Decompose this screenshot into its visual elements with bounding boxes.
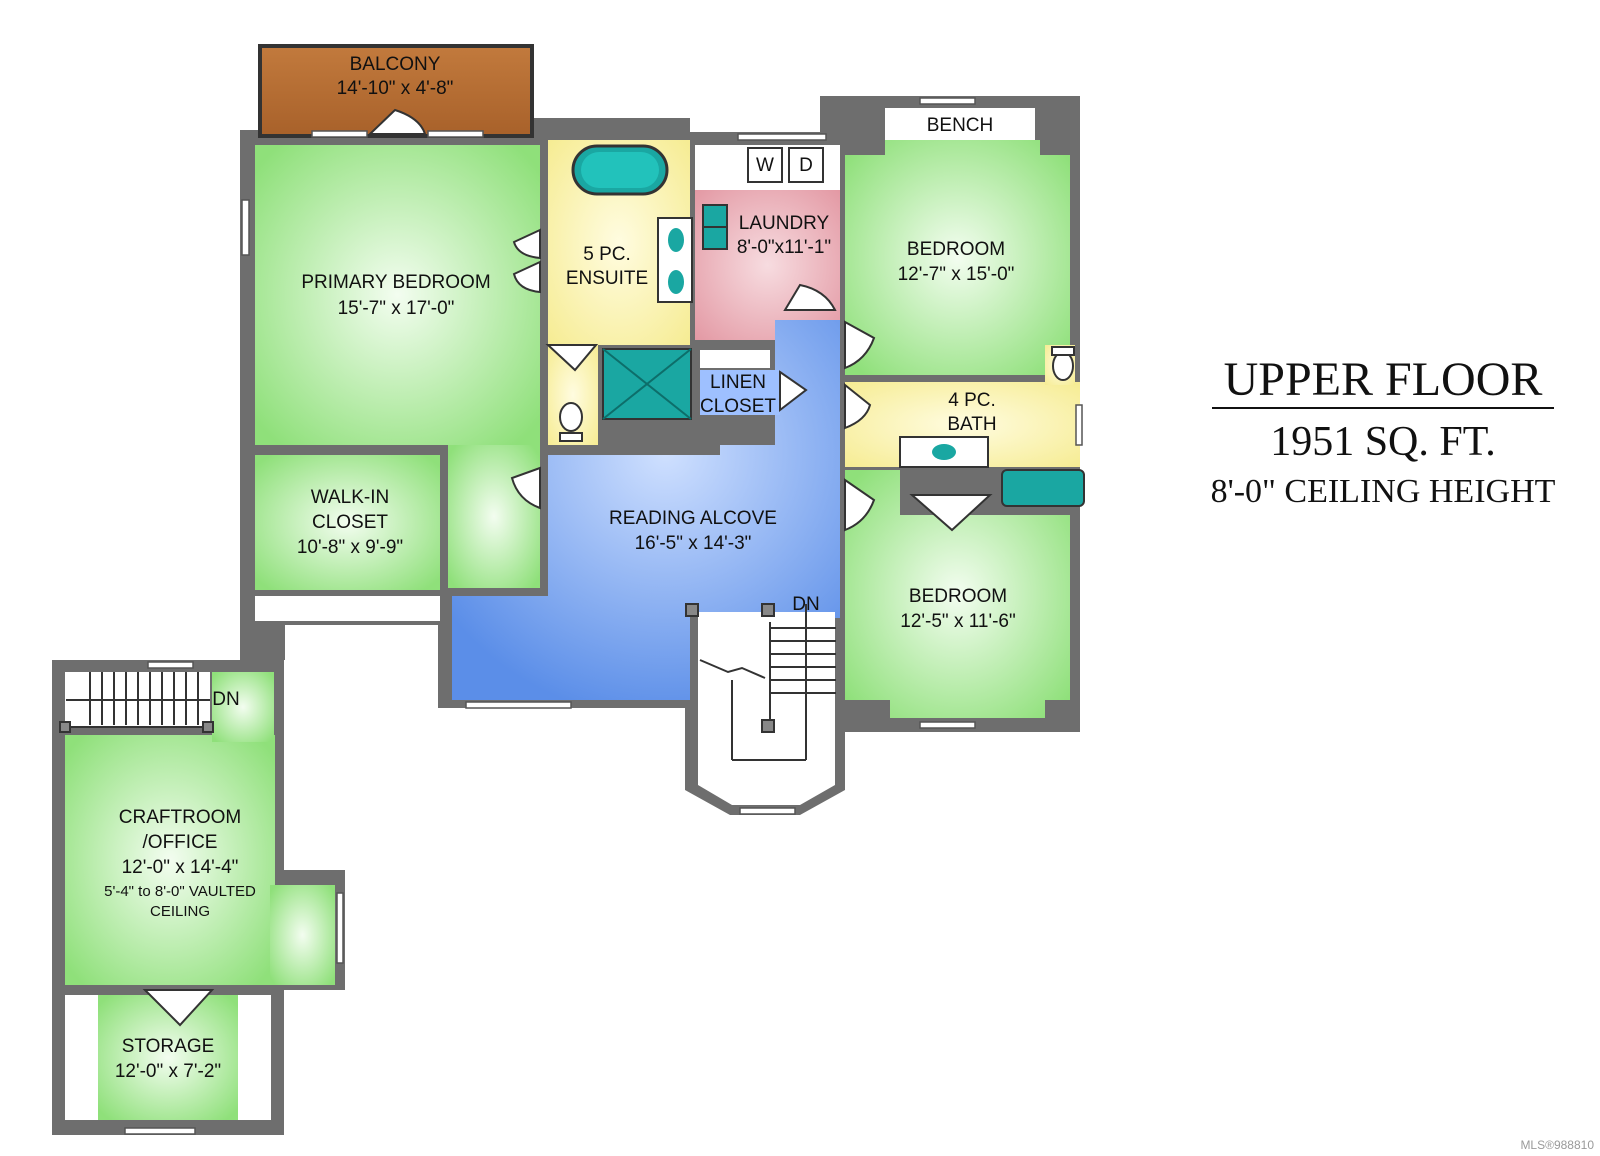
ensuite-label-2: ENSUITE	[566, 268, 648, 289]
linen-closet-label-2: CLOSET	[700, 396, 776, 417]
primary-bedroom-lower	[448, 445, 540, 588]
mls-watermark: MLS®988810	[1520, 1138, 1594, 1152]
sink-icon	[668, 228, 684, 252]
storage-area	[98, 995, 238, 1120]
main-stair-dn: DN	[792, 594, 819, 615]
bench-label: BENCH	[927, 115, 994, 136]
craftroom-note-1: 5'-4" to 8'-0" VAULTED	[104, 883, 256, 900]
linen-shelf	[700, 350, 770, 368]
storage-side-left	[65, 995, 98, 1120]
craftroom-upper	[212, 672, 274, 742]
laundry-name: LAUNDRY	[739, 213, 830, 234]
walk-in-closet-area	[255, 455, 440, 590]
linen-closet-label-1: LINEN	[710, 372, 766, 393]
floor-title: UPPER FLOOR	[1224, 353, 1543, 406]
storage-name: STORAGE	[122, 1036, 215, 1057]
craftroom-dims: 12'-0" x 14'-4"	[122, 857, 239, 878]
fixtures	[559, 144, 1085, 507]
closet-shelf	[255, 596, 440, 621]
sink-icon	[668, 270, 684, 294]
bench	[885, 108, 1035, 140]
toilet-icon	[1052, 351, 1074, 381]
dryer-label: D	[799, 155, 813, 176]
storage-dims: 12'-0" x 7'-2"	[115, 1061, 221, 1082]
door-swings	[142, 108, 993, 1027]
craftroom-area	[65, 735, 275, 985]
craftroom-label-1: CRAFTROOM	[119, 807, 241, 828]
bedroom-1-dims: 12'-7" x 15'-0"	[898, 264, 1015, 285]
walk-in-closet-label-2: CLOSET	[312, 512, 388, 533]
washer-icon	[747, 147, 783, 183]
room-labels: BALCONY 14'-10" x 4'-8" PRIMARY BEDROOM …	[104, 54, 1016, 1082]
walk-in-closet-label-1: WALK-IN	[311, 487, 389, 508]
balcony-name: BALCONY	[350, 54, 441, 75]
walk-in-closet-dims: 10'-8" x 9'-9"	[297, 537, 403, 558]
craftroom-label-2: /OFFICE	[143, 832, 218, 853]
reading-alcove-name: READING ALCOVE	[609, 508, 777, 529]
primary-bedroom-name: PRIMARY BEDROOM	[301, 272, 490, 293]
laundry-dims: 8'-0"x11'-1"	[737, 237, 831, 258]
reading-alcove-area	[452, 320, 840, 700]
bedroom-1-area	[845, 140, 1070, 375]
primary-bedroom-area	[255, 145, 540, 445]
bath-tub-icon	[1001, 469, 1085, 507]
primary-bedroom-dims: 15'-7" x 17'-0"	[338, 298, 455, 319]
sink-icon	[932, 444, 956, 460]
windows	[124, 97, 1083, 1135]
craftroom-bay	[270, 885, 335, 985]
toilet-icon	[559, 402, 583, 432]
reading-alcove-dims: 16'-5" x 14'-3"	[635, 533, 752, 554]
bath-label-2: BATH	[947, 414, 996, 435]
craftroom-note-2: CEILING	[150, 903, 210, 920]
dryer-icon	[788, 147, 824, 183]
bedroom-2-area	[845, 470, 1070, 718]
bedroom-2-name: BEDROOM	[909, 586, 1007, 607]
bedroom-1-name: BEDROOM	[907, 239, 1005, 260]
title-block: UPPER FLOOR 1951 SQ. FT. 8'-0" CEILING H…	[1211, 353, 1556, 510]
ceiling-height: 8'-0" CEILING HEIGHT	[1211, 473, 1556, 510]
storage-side-right	[238, 995, 271, 1120]
ensuite-label-1: 5 PC.	[583, 244, 631, 265]
main-stair-icon	[685, 603, 836, 761]
bedroom-2-dims: 12'-5" x 11'-6"	[900, 611, 1015, 632]
balcony-dims: 14'-10" x 4'-8"	[337, 78, 454, 99]
linen-closet-area	[700, 370, 780, 415]
craft-stair-icon	[59, 672, 214, 733]
floor-area: 1951 SQ. FT.	[1270, 419, 1496, 465]
craft-stair-dn: DN	[212, 689, 239, 710]
washer-label: W	[756, 155, 774, 176]
bath-label-1: 4 PC.	[948, 390, 996, 411]
